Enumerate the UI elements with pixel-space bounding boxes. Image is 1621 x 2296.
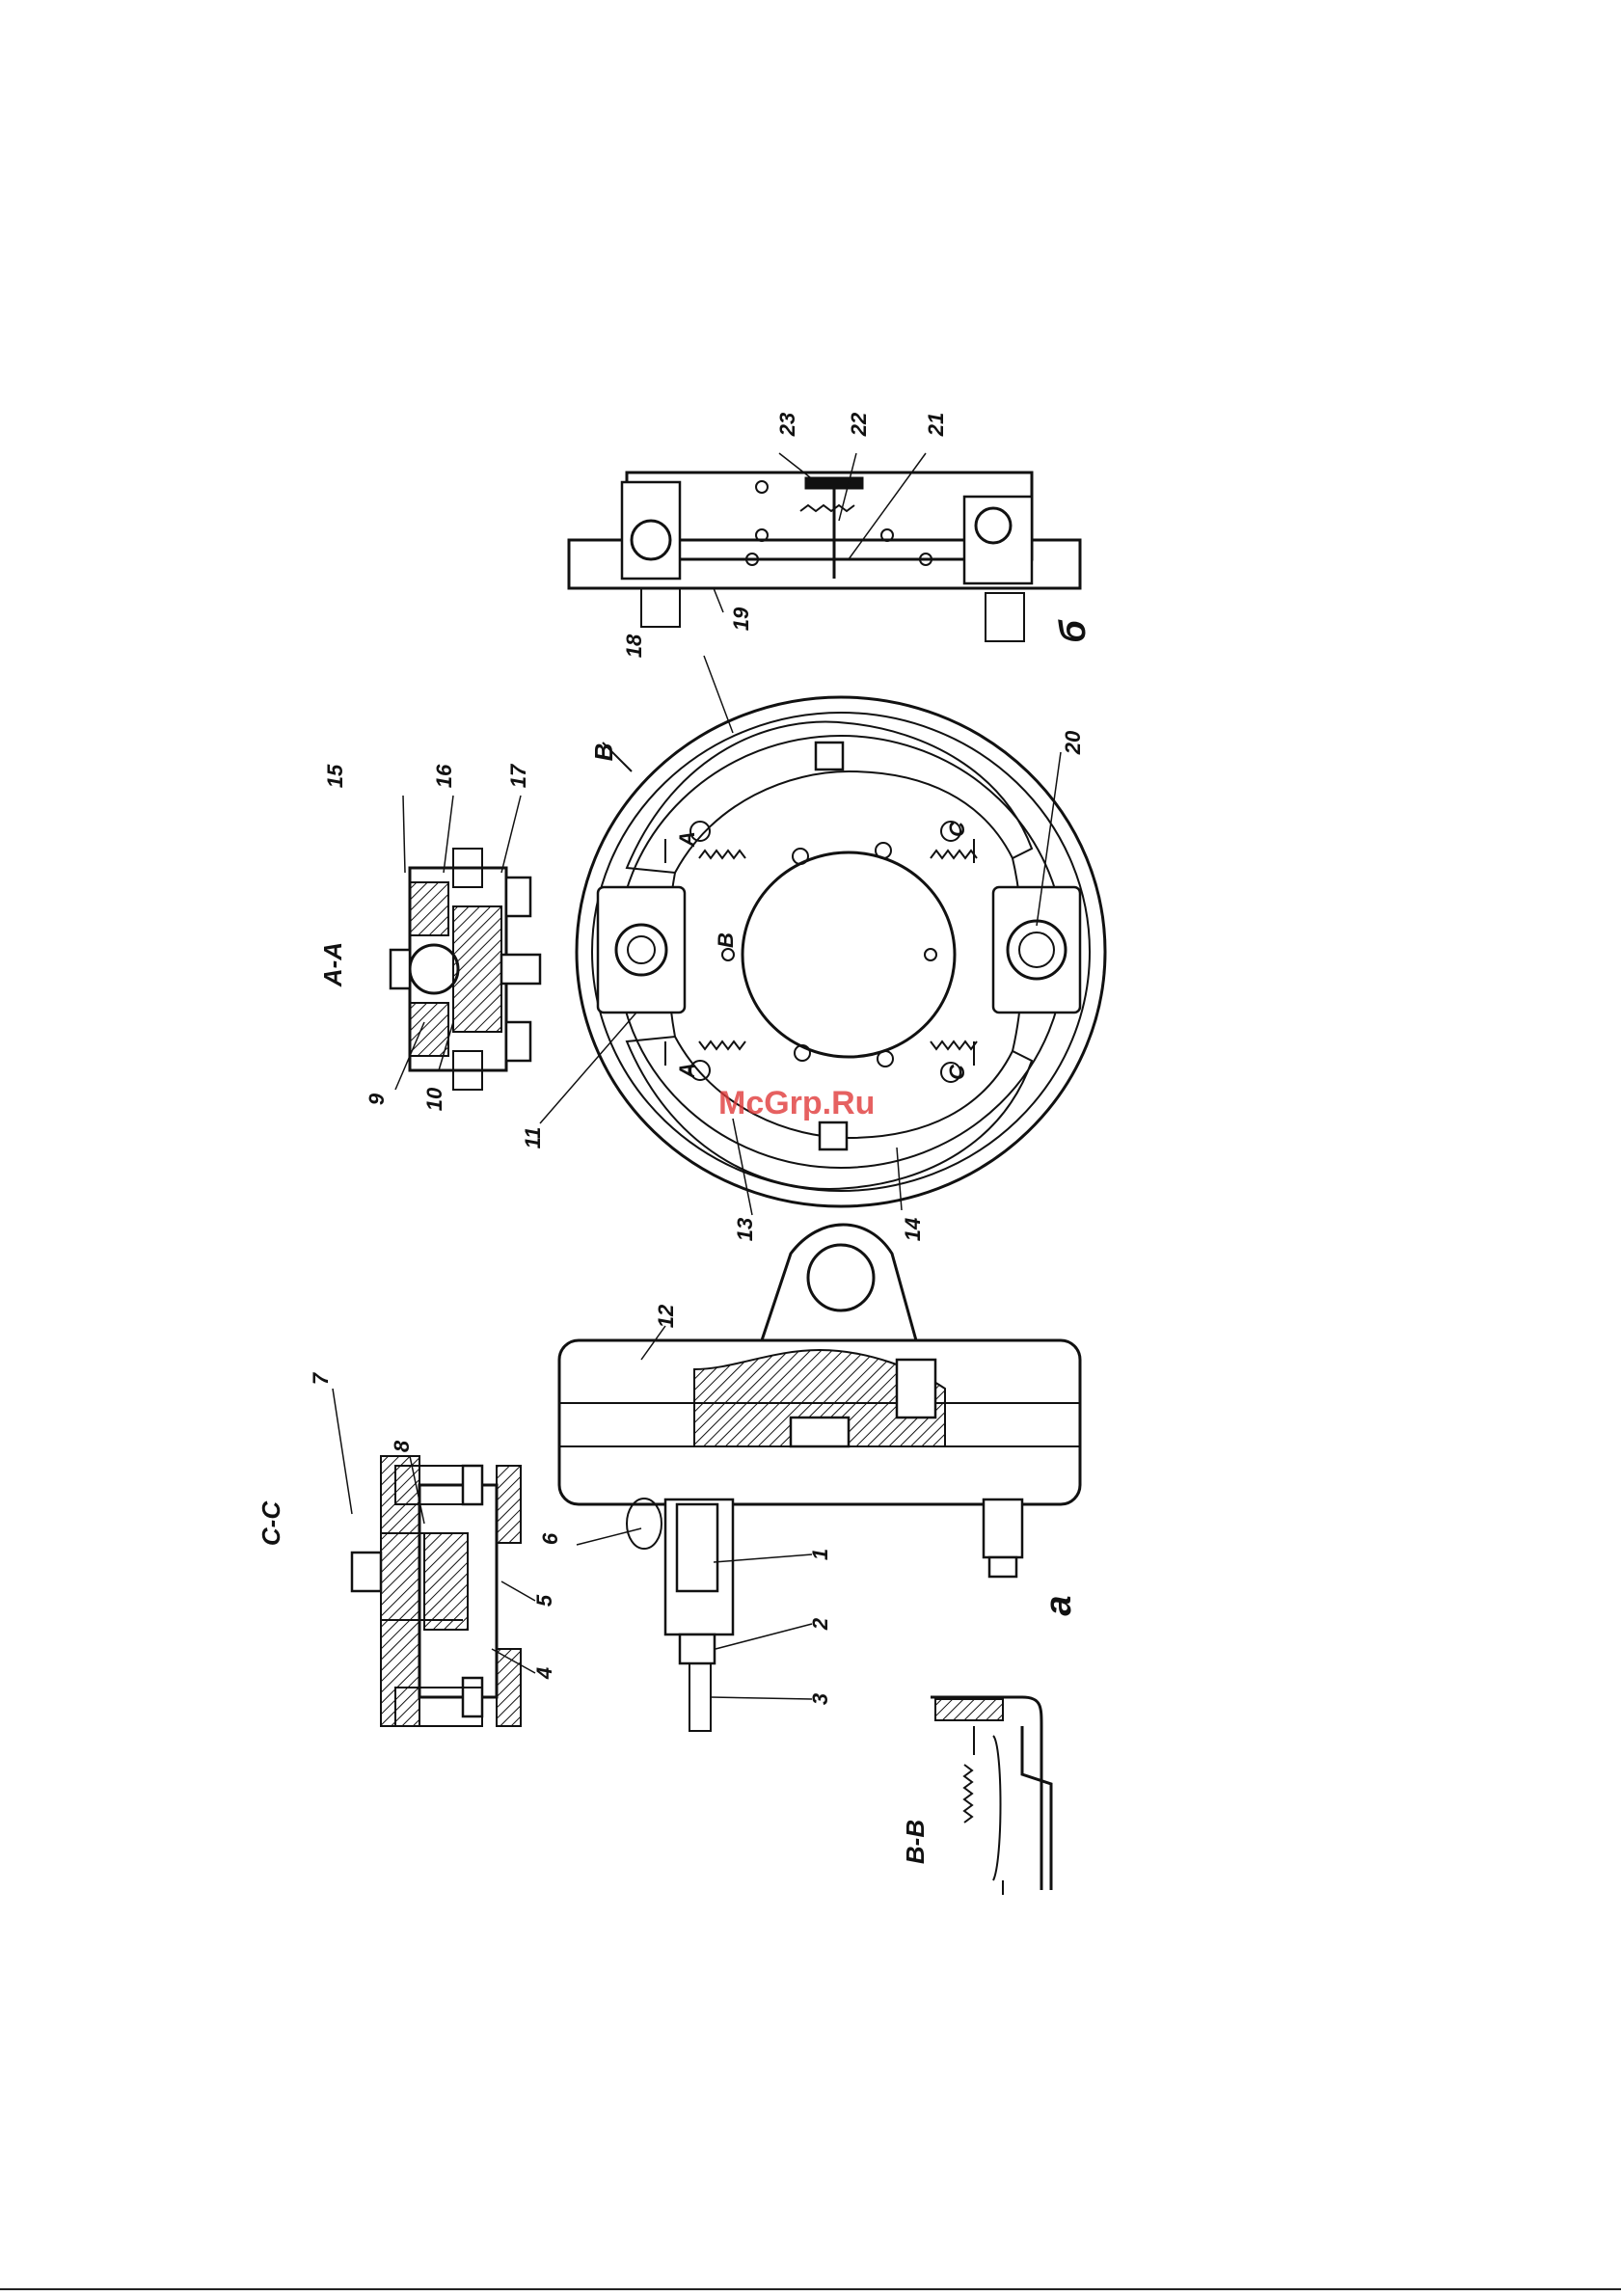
- callout-4: 4: [532, 1667, 556, 1680]
- callout-19: 19: [729, 607, 753, 631]
- marker-c-bottom: C: [945, 1064, 969, 1080]
- callout-3: 3: [808, 1693, 832, 1705]
- view-letter-a: а: [1039, 1595, 1079, 1615]
- callout-6: 6: [538, 1532, 562, 1545]
- drum-side-view: [559, 1225, 1080, 1731]
- callout-8: 8: [390, 1440, 414, 1452]
- view-letters: а б: [1039, 619, 1094, 1616]
- view-letter-b: б: [1053, 619, 1094, 643]
- callout-7: 7: [309, 1371, 333, 1385]
- callout-21: 21: [924, 413, 948, 437]
- watermark: McGrp.Ru: [718, 1085, 875, 1121]
- callout-11: 11: [521, 1127, 545, 1149]
- section-title-a-a: A-A: [318, 942, 347, 987]
- callout-13: 13: [733, 1218, 757, 1241]
- section-c-c: [352, 1456, 521, 1726]
- view-arrow-label-b: B: [589, 743, 618, 762]
- backing-plate-front-view: [577, 697, 1105, 1206]
- section-a-a: [391, 849, 540, 1090]
- callout-22: 22: [847, 412, 871, 437]
- callout-12: 12: [654, 1304, 678, 1328]
- callout-5: 5: [532, 1594, 556, 1607]
- callout-9: 9: [365, 1093, 389, 1105]
- callout-18: 18: [622, 634, 646, 658]
- marker-c-top: C: [945, 821, 969, 837]
- callout-1: 1: [808, 1549, 832, 1560]
- callout-15: 15: [323, 764, 347, 788]
- marker-a-bottom: A: [675, 1063, 699, 1079]
- section-title-b-b: B-B: [901, 1820, 930, 1864]
- marker-b-near-cylinder: B: [714, 932, 738, 948]
- callout-16: 16: [432, 764, 456, 788]
- callout-17: 17: [506, 763, 530, 788]
- callout-20: 20: [1061, 730, 1085, 755]
- section-title-c-c: C-C: [257, 1500, 285, 1546]
- callout-10: 10: [422, 1087, 446, 1111]
- callout-23: 23: [775, 413, 799, 437]
- section-b-b: [931, 1697, 1051, 1895]
- view-b-top-right: [569, 473, 1080, 641]
- callout-14: 14: [901, 1218, 925, 1241]
- callout-2: 2: [808, 1617, 832, 1631]
- marker-a-top: A: [675, 831, 699, 848]
